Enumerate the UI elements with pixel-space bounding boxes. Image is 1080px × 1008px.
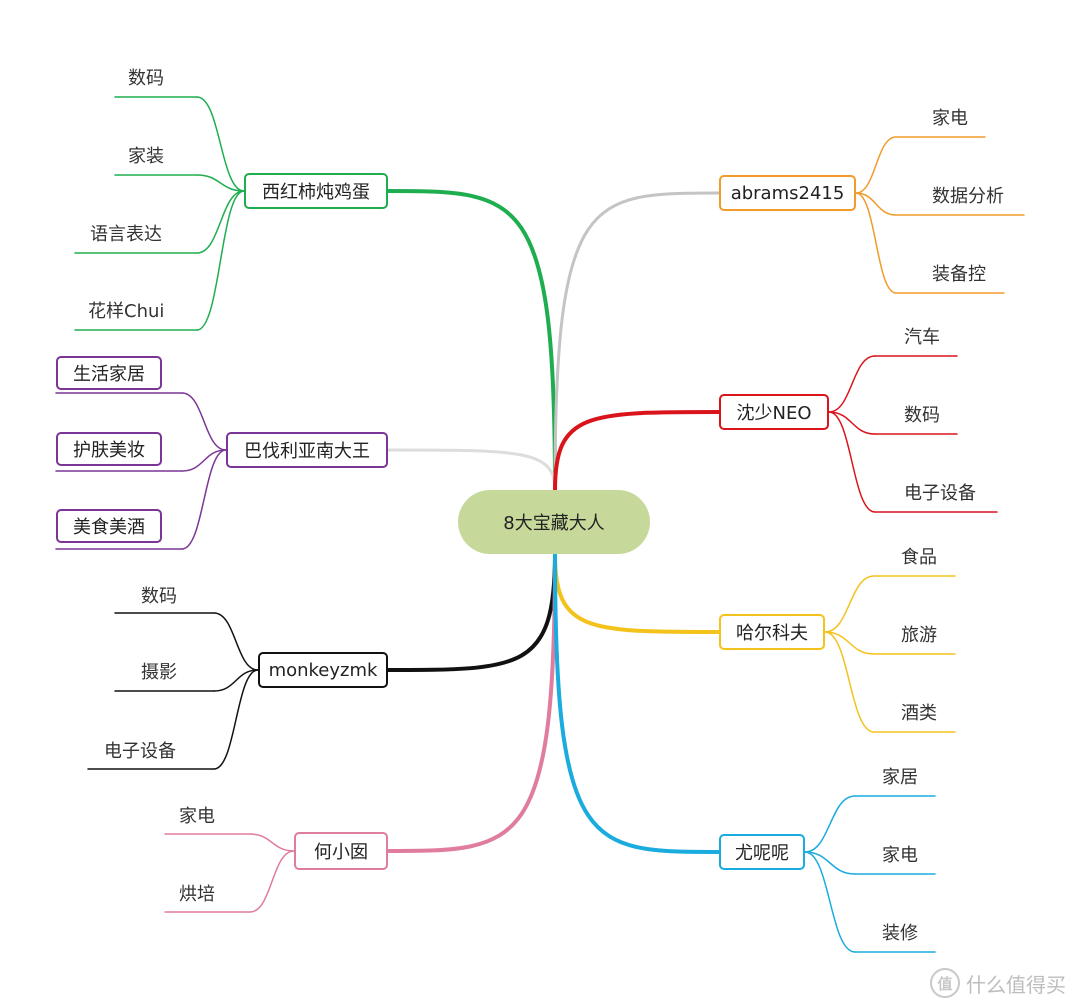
leaf-connector [196,96,245,192]
leaf-topic[interactable]: 烘培 [179,884,215,905]
leaf-connector [804,851,856,875]
leaf-connector [213,669,259,692]
branch-node[interactable]: 西红柿炖鸡蛋 [244,173,388,209]
leaf-topic[interactable]: 旅游 [901,625,937,646]
leaf-connector [249,833,295,852]
leaf-connector [181,392,227,451]
leaf-topic[interactable]: 生活家居 [56,356,162,390]
trunk-connector [553,552,721,854]
leaf-connector [196,190,245,254]
watermark: 值 什么值得买 [930,968,1066,998]
central-topic[interactable]: 8大宝藏大人 [458,490,650,554]
leaf-connector [213,612,259,671]
branch-node[interactable]: 何小囡 [294,832,388,870]
branch-node[interactable]: 沈少NEO [719,394,829,430]
watermark-text: 什么值得买 [966,972,1066,997]
leaf-topic[interactable]: 电子设备 [104,741,176,762]
trunk-connector [553,191,721,492]
trunk-connector [386,552,557,853]
leaf-connector [196,174,245,192]
leaf-connector [828,411,876,513]
leaf-topic[interactable]: 汽车 [904,327,940,348]
branch-node[interactable]: 巴伐利亚南大王 [226,432,388,468]
leaf-connector [249,850,295,913]
leaf-topic[interactable]: 语言表达 [90,224,162,245]
leaf-connector [213,669,259,770]
leaf-connector [855,136,897,194]
leaf-connector [824,575,875,633]
leaf-topic[interactable]: 数码 [904,405,940,426]
leaf-topic[interactable]: 护肤美妆 [56,432,162,466]
trunk-connector [386,448,557,492]
trunk-connector [553,552,721,634]
leaf-connector [828,355,876,413]
leaf-topic[interactable]: 装修 [882,923,918,944]
branch-node[interactable]: abrams2415 [719,175,856,211]
leaf-topic[interactable]: 美食美酒 [56,509,162,543]
leaf-topic[interactable]: 家电 [882,845,918,866]
leaf-connector [855,192,897,216]
leaf-connector [804,795,856,853]
trunk-connector [553,410,721,492]
leaf-connector [828,411,876,435]
leaf-connector [804,851,856,953]
branch-node[interactable]: monkeyzmk [258,652,388,688]
branch-node[interactable]: 哈尔科夫 [719,614,825,650]
leaf-topic[interactable]: 花样Chui [88,301,165,322]
leaf-connector [824,631,875,733]
leaf-topic[interactable]: 摄影 [141,662,177,683]
leaf-topic[interactable]: 食品 [901,547,937,568]
leaf-topic[interactable]: 家装 [128,146,164,167]
trunk-connector [386,552,557,672]
leaf-topic[interactable]: 酒类 [901,703,937,724]
leaf-connector [181,449,227,550]
leaf-connector [181,449,227,472]
leaf-topic[interactable]: 装备控 [932,264,986,285]
leaf-connector [824,631,875,655]
leaf-topic[interactable]: 电子设备 [904,483,976,504]
leaf-topic[interactable]: 数码 [128,68,164,89]
trunk-connector [386,189,557,492]
leaf-connector [196,190,245,331]
branch-node[interactable]: 尤呢呢 [719,834,805,870]
leaf-topic[interactable]: 数据分析 [932,186,1004,207]
leaf-topic[interactable]: 家电 [179,806,215,827]
leaf-topic[interactable]: 家居 [882,767,918,788]
leaf-topic[interactable]: 数码 [141,586,177,607]
zhi-icon: 值 [930,968,960,998]
leaf-connector [855,192,897,294]
leaf-topic[interactable]: 家电 [932,108,968,129]
